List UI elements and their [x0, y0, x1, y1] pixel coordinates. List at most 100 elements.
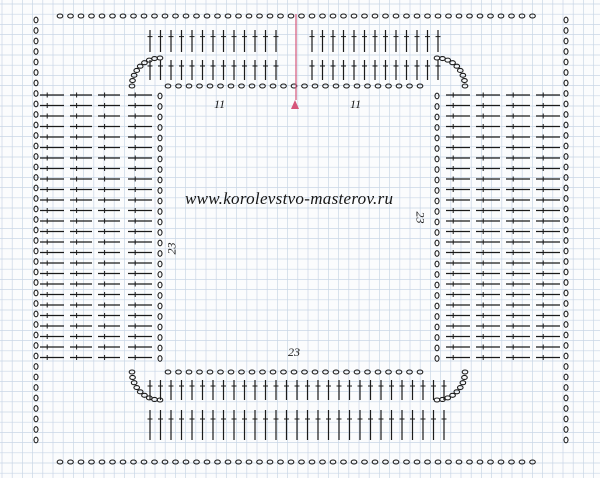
- chain-stitch: [141, 60, 148, 66]
- chain-stitch: [453, 63, 461, 69]
- chain-stitch: [563, 247, 569, 255]
- chain-stitch: [406, 83, 413, 89]
- chain-stitch: [487, 13, 494, 19]
- chain-stitch: [563, 58, 569, 66]
- chain-stitch: [434, 229, 440, 236]
- chain-stitch: [33, 27, 39, 34]
- chain-stitch: [196, 369, 203, 375]
- chain-stitch: [445, 13, 452, 19]
- chain-stitch: [157, 155, 163, 163]
- chain-stitch: [413, 13, 421, 19]
- chain-stitch: [343, 83, 350, 89]
- chain-stitch: [424, 13, 431, 19]
- chain-stitch: [350, 13, 358, 19]
- chain-stitch: [157, 166, 163, 173]
- chain-stitch: [77, 13, 85, 19]
- chain-stitch: [563, 37, 569, 45]
- chain-stitch: [329, 13, 337, 19]
- chain-stitch: [157, 313, 163, 320]
- chain-stitch: [466, 459, 473, 465]
- chain-stitch: [157, 355, 163, 362]
- chain-stitch: [33, 79, 39, 87]
- chain-stitch: [203, 459, 211, 465]
- chain-stitch: [119, 459, 127, 465]
- chain-stitch: [508, 13, 515, 19]
- chain-stitch: [157, 218, 163, 226]
- chain-stitch: [157, 250, 163, 257]
- chain-stitch: [141, 392, 148, 398]
- chain-stitch: [33, 205, 39, 213]
- chain-stitch: [416, 369, 424, 375]
- chain-stitch: [206, 369, 214, 375]
- chain-stitch: [88, 13, 95, 19]
- chain-stitch: [563, 289, 569, 297]
- chain-stitch: [459, 380, 467, 386]
- chain-stitch: [157, 103, 163, 110]
- chain-stitch: [67, 13, 74, 19]
- chain-stitch: [350, 459, 358, 465]
- chain-stitch: [33, 90, 39, 97]
- chain-stitch: [224, 459, 232, 465]
- chain-stitch: [129, 374, 136, 381]
- chain-stitch: [157, 229, 163, 236]
- chain-stitch: [151, 13, 158, 19]
- chain-stitch: [529, 459, 536, 465]
- chain-stitch: [157, 124, 163, 131]
- chain-stitch: [256, 13, 263, 19]
- chain-stitch: [33, 258, 39, 265]
- left-stitch-count: 23: [164, 242, 179, 255]
- chain-stitch: [145, 395, 153, 401]
- chain-stitch: [434, 166, 440, 173]
- chain-stitch: [182, 459, 190, 465]
- chain-stitch: [157, 260, 163, 268]
- chain-stitch: [157, 271, 163, 278]
- chain-stitch: [434, 355, 440, 362]
- chain-stitch: [33, 300, 39, 307]
- chain-stitch: [128, 83, 136, 89]
- chain-stitch: [140, 13, 148, 19]
- chain-stitch: [235, 459, 242, 465]
- chain-stitch: [403, 459, 410, 465]
- chain-stitch: [319, 13, 326, 19]
- chain-stitch: [277, 459, 284, 465]
- chain-stitch: [130, 13, 137, 19]
- chain-stitch: [164, 83, 172, 89]
- chain-stitch: [563, 352, 569, 360]
- chain-stitch: [395, 83, 403, 89]
- chain-stitch: [563, 342, 569, 349]
- chain-stitch: [33, 426, 39, 433]
- chain-stitch: [385, 83, 392, 89]
- chain-stitch: [33, 226, 39, 234]
- chain-stitch: [128, 369, 136, 375]
- chain-stitch: [67, 459, 74, 465]
- chain-stitch: [434, 218, 440, 226]
- chain-stitch: [563, 237, 569, 244]
- chain-stitch: [449, 392, 456, 398]
- chain-stitch: [157, 302, 163, 310]
- chain-stitch: [374, 369, 382, 375]
- chain-stitch: [290, 369, 298, 375]
- chain-stitch: [33, 436, 39, 444]
- chain-stitch: [433, 55, 441, 61]
- chain-stitch: [157, 292, 163, 299]
- chain-stitch: [392, 459, 400, 465]
- chain-stitch: [238, 83, 245, 89]
- chain-stitch: [434, 176, 440, 184]
- chain-stitch: [332, 83, 340, 89]
- chain-stitch: [298, 13, 305, 19]
- chain-stitch: [456, 67, 464, 73]
- chain-stitch: [157, 187, 163, 194]
- chain-stitch: [33, 216, 39, 223]
- chain-stitch: [563, 415, 569, 423]
- right-stitch-count: 23: [413, 211, 428, 224]
- chain-stitch: [33, 142, 39, 150]
- chain-stitch: [109, 459, 116, 465]
- chain-stitch: [33, 384, 39, 391]
- chain-stitch: [206, 83, 214, 89]
- chain-stitch: [33, 342, 39, 349]
- chain-stitch: [33, 48, 39, 55]
- chain-stitch: [33, 415, 39, 423]
- chain-stitch: [563, 300, 569, 307]
